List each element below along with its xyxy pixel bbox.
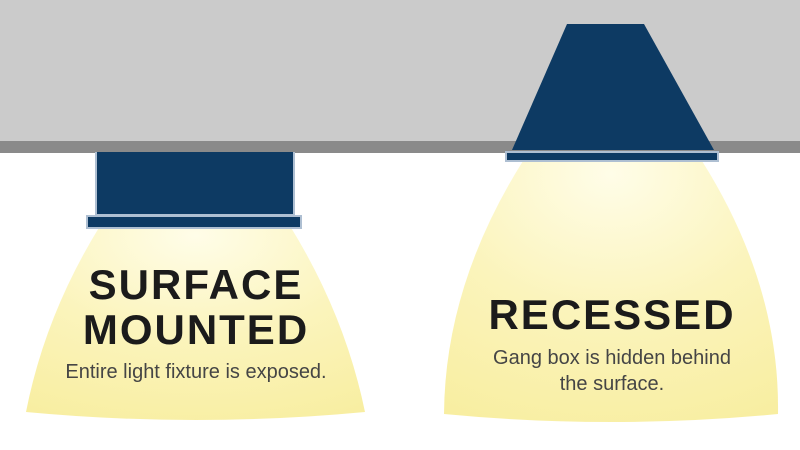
recessed-caption: Gang box is hidden behind the surface. <box>424 345 800 397</box>
surface-mounted-fixture-flange <box>88 217 300 227</box>
recessed-fixture-trim-bar <box>507 153 717 160</box>
surface-mounted-caption: Entire light fixture is exposed. <box>65 361 327 383</box>
recessed-fixture-housing <box>512 24 714 150</box>
recessed-light-cone <box>444 161 779 422</box>
recessed-title: RECESSED <box>488 291 736 338</box>
surface-mounted-light-cone <box>26 226 365 420</box>
surface-mounted-title: SURFACE MOUNTED <box>0 262 392 352</box>
surface-mounted-fixture-box <box>97 152 293 214</box>
recessed-caption-line2: the surface. <box>559 373 665 395</box>
recessed-caption-line1: Gang box is hidden behind <box>493 347 731 369</box>
surface-mounted-title-line2: MOUNTED <box>82 306 310 353</box>
surface-mounted-title-line1: SURFACE <box>88 261 304 308</box>
